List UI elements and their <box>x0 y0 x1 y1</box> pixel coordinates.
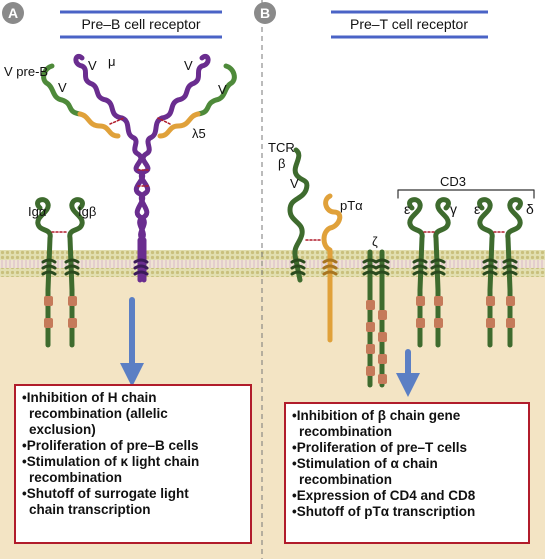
membrane-outer-leaflet <box>0 250 545 260</box>
lambda5-right <box>157 111 201 139</box>
outcome-a-line: •Shutoff of surrogate light <box>22 486 189 501</box>
outcome-a-line: •Stimulation of κ light chain <box>22 454 200 469</box>
label-lambda5: λ5 <box>192 126 206 141</box>
lambda5-left <box>77 111 121 139</box>
outcome-b-line: recombination <box>299 424 393 439</box>
outcome-box-b: •Inhibition of β chain gene recombinatio… <box>284 402 530 544</box>
label-gamma: γ <box>450 201 457 217</box>
panel-a-title-group: Pre–B cell receptor <box>60 10 222 39</box>
label-delta: δ <box>526 201 534 217</box>
label-epsilon-2: ε <box>474 201 480 217</box>
label-tcr: TCR <box>268 140 295 155</box>
panel-b-badge: B <box>254 2 276 24</box>
outcome-b-line: recombination <box>299 472 393 487</box>
surrogate-light-chain-left <box>41 63 83 117</box>
cd3-itams <box>416 296 515 328</box>
outcome-b-line: •Expression of CD4 and CD8 <box>292 488 476 503</box>
svg-text:B: B <box>260 5 270 21</box>
label-zeta: ζ <box>372 234 378 249</box>
cd3-chains <box>407 197 523 348</box>
outcome-b-line: •Shutoff of pTα transcription <box>292 504 476 519</box>
pt-alpha-chain <box>321 193 343 343</box>
tcr-beta-chain <box>287 147 310 283</box>
panel-a-title: Pre–B cell receptor <box>81 16 200 32</box>
label-ig-alpha: Igα <box>28 204 47 219</box>
mu-transmembrane-coil <box>133 258 149 276</box>
outcome-a-line: recombination (allelic <box>29 406 168 421</box>
ig-alpha-chain <box>35 197 53 293</box>
label-v-tcr: V <box>290 176 299 191</box>
cd3-transmembrane-coils <box>412 258 518 276</box>
outcome-a-line: chain transcription <box>29 502 151 517</box>
label-cd3: CD3 <box>440 174 466 189</box>
outcome-b-line: •Stimulation of α chain <box>292 456 438 471</box>
outcome-a-line: •Proliferation of pre–B cells <box>22 438 199 453</box>
outcome-a-line: recombination <box>29 470 123 485</box>
label-ig-beta: Igβ <box>78 204 96 219</box>
pt-alpha-transmembrane-coil <box>322 258 338 276</box>
label-mu: μ <box>108 54 116 69</box>
outcome-a-line: exclusion) <box>29 422 96 437</box>
ig-transmembrane-coil <box>41 258 80 276</box>
label-pt-alpha: pTα <box>340 198 363 213</box>
outcome-b-line: •Proliferation of pre–T cells <box>292 440 468 455</box>
label-epsilon-1: ε <box>404 201 410 217</box>
label-v-light-right: V <box>218 82 227 97</box>
ig-beta-itam <box>68 287 77 348</box>
membrane-inner-leaflet <box>0 268 545 277</box>
svg-text:A: A <box>8 5 18 21</box>
ig-alpha-itam <box>44 287 53 348</box>
label-v-heavy-left: V <box>88 58 97 73</box>
zeta-chains <box>362 249 390 388</box>
disulfide-bonds <box>109 117 171 187</box>
label-v-pre-b: V pre-B <box>4 64 48 79</box>
tcr-transmembrane-coil <box>290 258 306 276</box>
label-v-heavy-right: V <box>184 58 193 73</box>
ig-beta-chain <box>67 197 85 293</box>
outcome-box-a: •Inhibition of H chain recombination (al… <box>14 384 252 544</box>
mu-heavy-chain-right <box>137 53 211 283</box>
surrogate-light-chain-right <box>195 63 237 117</box>
outcome-b-line: •Inhibition of β chain gene <box>292 408 461 423</box>
membrane-core <box>0 260 545 268</box>
label-v-light-left: V <box>58 80 67 95</box>
panel-b-title-group: Pre–T cell receptor <box>331 10 488 39</box>
outcome-a-line: •Inhibition of H chain <box>22 390 157 405</box>
panel-b-title: Pre–T cell receptor <box>350 16 468 32</box>
panel-a-badge: A <box>2 2 24 24</box>
label-beta: β <box>278 156 285 171</box>
mu-heavy-chain-left <box>73 53 147 283</box>
cd3-bracket <box>397 189 535 199</box>
